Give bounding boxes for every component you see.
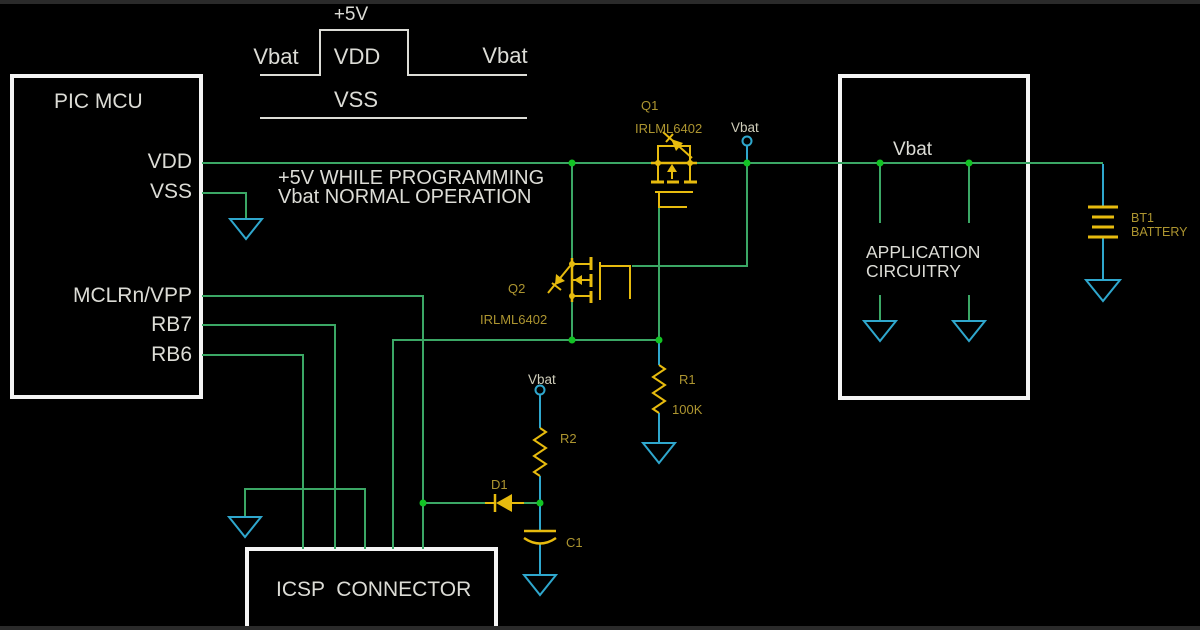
- resistor-r2: R2: [532, 427, 577, 477]
- pic-mcu-title: PIC MCU: [54, 90, 143, 113]
- junction-dot: [965, 159, 973, 167]
- ground-icon: [640, 442, 678, 465]
- wire-vss-to-gnd: [202, 192, 247, 219]
- q2-tap-dot: [569, 261, 575, 267]
- vbat-flag-icon: [741, 135, 753, 147]
- vbat-flag-icon: [534, 384, 546, 396]
- q1-tap-dot: [687, 160, 693, 166]
- q1-substrate-arrow: [667, 164, 677, 172]
- icsp-label: ICSP CONNECTOR: [276, 578, 471, 601]
- c1-ref-label: C1: [566, 535, 583, 550]
- resistor-r2-icon: [532, 427, 548, 477]
- pic-mcu-outline: [10, 74, 203, 399]
- junction-dot: [568, 159, 576, 167]
- vbat-flag-label: Vbat: [731, 120, 759, 135]
- r2-ref-label: R2: [560, 431, 577, 446]
- q1-ref-label: Q1: [641, 98, 658, 113]
- q1-part-label: IRLML6402: [635, 121, 702, 136]
- wire-q2-gate: [632, 163, 748, 267]
- q1-tap-dot: [655, 160, 661, 166]
- icsp-outline: [245, 547, 498, 630]
- diode-d1-icon: [496, 494, 512, 512]
- vbat-flag-r2: Vbat: [528, 372, 556, 396]
- application-circuitry-box: Vbat APPLICATION CIRCUITRY: [838, 74, 1030, 400]
- q1-body-diode-icon: [662, 131, 693, 159]
- waveform-high-label: VDD: [334, 44, 380, 69]
- ground-symbols: [226, 218, 1123, 597]
- wire-rb7: [202, 324, 336, 549]
- waveform-diagram: +5V Vbat VDD Vbat VSS: [253, 4, 528, 119]
- component-lead-wires: [539, 146, 1104, 575]
- pin-label-vss: VSS: [150, 180, 192, 203]
- q2-ref-label: Q2: [508, 281, 525, 296]
- pin-label-rb6: RB6: [151, 343, 192, 366]
- d1-ref-label: D1: [491, 477, 508, 492]
- pin-label-vdd: VDD: [148, 150, 192, 173]
- note-line2: Vbat NORMAL OPERATION: [278, 186, 531, 208]
- operation-note: +5V WHILE PROGRAMMING Vbat NORMAL OPERAT…: [278, 167, 544, 208]
- bottom-edge-bar: [0, 626, 1200, 630]
- waveform-ground-label: VSS: [334, 87, 378, 112]
- junction-dot: [655, 336, 663, 344]
- battery-bt1: BT1 BATTERY: [1088, 205, 1188, 239]
- bt1-value-label: BATTERY: [1131, 225, 1188, 239]
- resistor-r1: R1 100K: [651, 364, 703, 417]
- diode-d1: D1: [485, 477, 524, 512]
- r1-ref-label: R1: [679, 372, 696, 387]
- battery-bt1-icon: [1088, 205, 1118, 239]
- waveform-after-label: Vbat: [482, 43, 527, 68]
- q2-tap-dot: [569, 293, 575, 299]
- q2-body-diode-icon: [547, 265, 571, 294]
- ground-icon: [861, 320, 899, 343]
- waveform-pulse-line: [260, 29, 527, 76]
- q1-gate-bar: [655, 191, 693, 208]
- vbat-flag-label: Vbat: [528, 372, 556, 387]
- mosfet-q1: Q1 IRLML6402: [635, 98, 702, 208]
- r1-value-label: 100K: [672, 402, 703, 417]
- wire-icsp-gnd: [244, 488, 366, 549]
- wire-application-stubs: [879, 164, 970, 321]
- ground-icon: [521, 574, 559, 597]
- junction-dot: [568, 336, 576, 344]
- icsp-connector-box: ICSP CONNECTOR: [245, 547, 498, 630]
- junction-dots: [419, 159, 973, 507]
- ground-icon: [1083, 279, 1123, 303]
- q2-substrate-arrow: [574, 275, 582, 285]
- wire-rb6: [202, 354, 304, 549]
- application-vbat-label: Vbat: [893, 139, 933, 160]
- c1-plate-bottom: [523, 536, 557, 545]
- pin-label-mclr: MCLRn/VPP: [73, 284, 192, 307]
- ground-icon: [227, 218, 265, 241]
- bt1-ref-label: BT1: [1131, 211, 1154, 225]
- pic-mcu-box: PIC MCU VDD VSS MCLRn/VPP RB7 RB6: [10, 74, 203, 399]
- mosfet-q2: Q2 IRLML6402: [480, 257, 631, 327]
- wire-mclr: [202, 295, 424, 549]
- application-outline: [838, 74, 1030, 400]
- top-edge-bar: [0, 0, 1200, 4]
- application-label-line1: APPLICATION: [866, 242, 980, 262]
- junction-dot: [536, 499, 544, 507]
- junction-dot: [743, 159, 751, 167]
- ground-icon: [950, 320, 988, 343]
- q2-gate-bar: [599, 262, 631, 300]
- junction-dot: [419, 499, 427, 507]
- vbat-flag-q1: Vbat: [731, 120, 759, 147]
- capacitor-c1: C1: [523, 529, 583, 550]
- waveform-supply-label: +5V: [334, 4, 369, 25]
- application-label-line2: CIRCUITRY: [866, 261, 961, 281]
- resistor-r1-icon: [651, 364, 667, 414]
- waveform-before-label: Vbat: [253, 44, 298, 69]
- q2-part-label: IRLML6402: [480, 312, 547, 327]
- pin-label-rb7: RB7: [151, 313, 192, 336]
- junction-dot: [876, 159, 884, 167]
- ground-icon: [226, 516, 264, 539]
- note-line1: +5V WHILE PROGRAMMING: [278, 167, 544, 189]
